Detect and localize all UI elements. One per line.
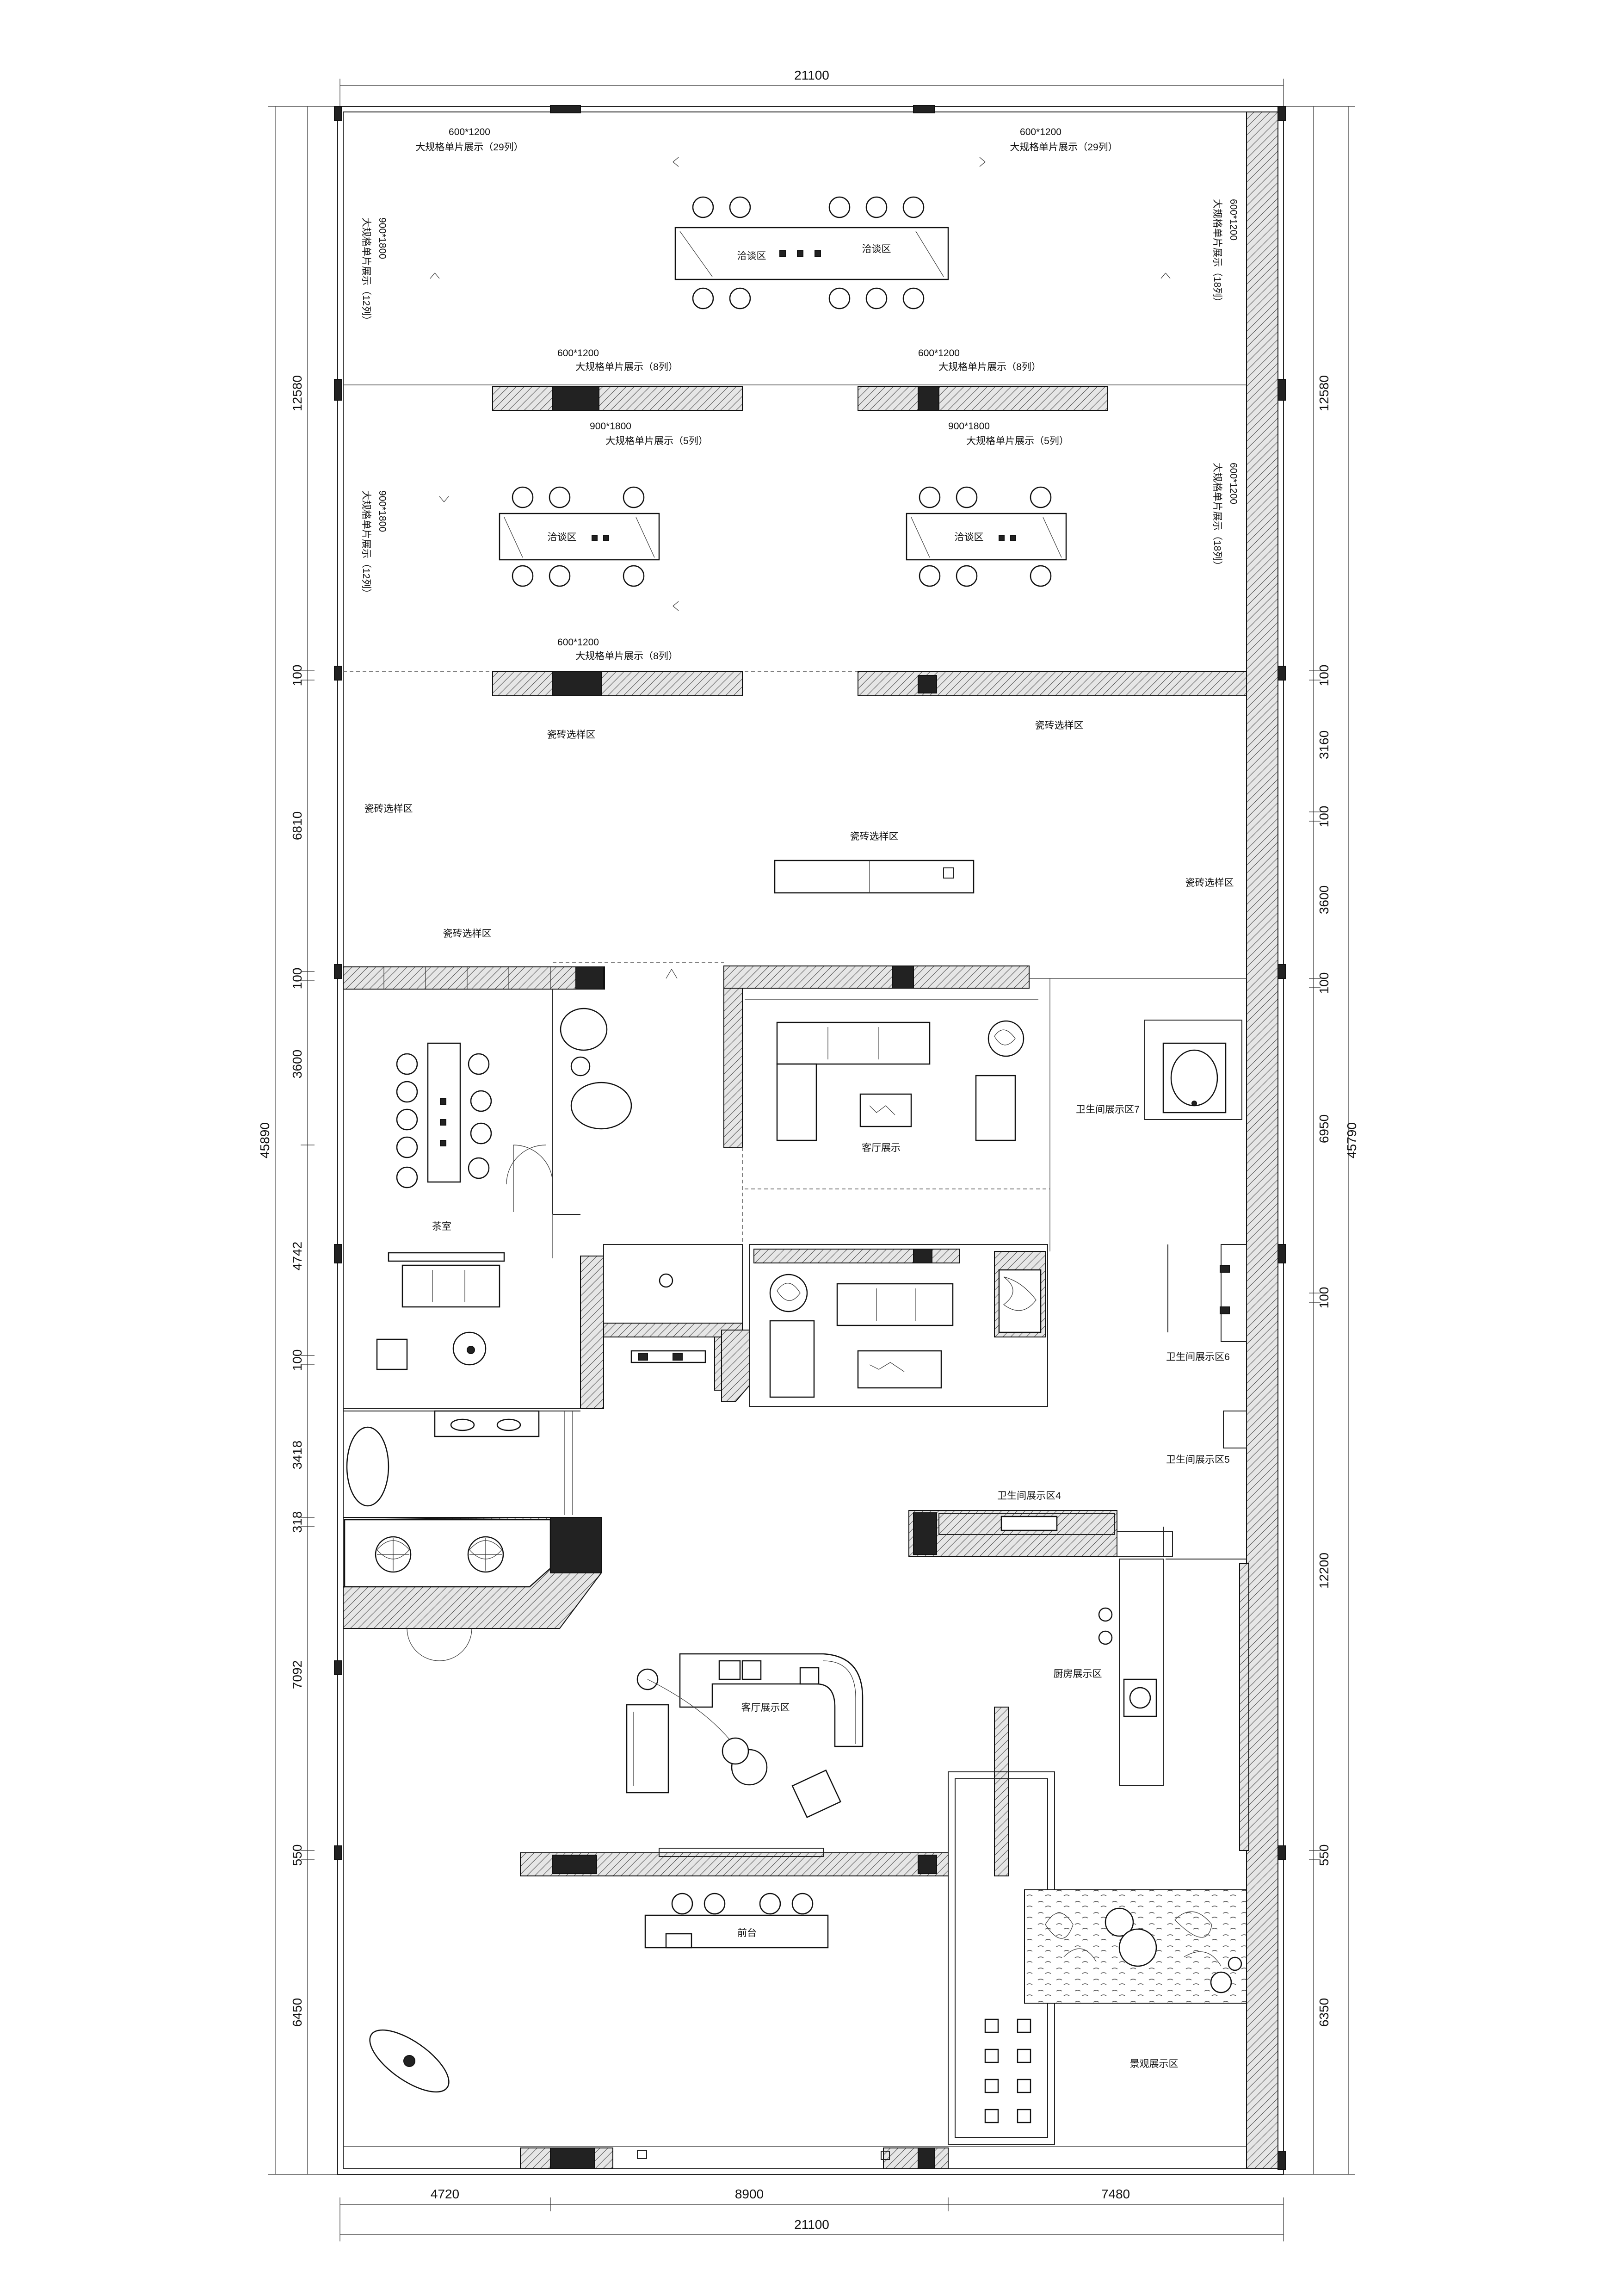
living-display: 客厅展示: [552, 962, 1247, 1407]
living-display-zone: 客厅展示区: [626, 1653, 864, 1819]
dim-right-1: 12580: [1317, 375, 1331, 411]
dim-left-12: 6450: [290, 1998, 304, 2027]
reception-label: 前台: [737, 1928, 757, 1938]
dim-right-6: 100: [1317, 972, 1331, 994]
negotiation-zone: 600*1200 大规格单片展示（29列） 600*1200 大规格单片展示（2…: [343, 127, 1247, 696]
landscape-label: 景观展示区: [1130, 2059, 1179, 2069]
living-display-zone-label: 客厅展示区: [741, 1702, 790, 1713]
reception-area: 前台: [369, 1848, 949, 2093]
dim-bottom-total: 21100: [794, 2217, 829, 2232]
bath5-label: 卫生间展示区5: [1166, 1454, 1230, 1465]
kitchen-label: 厨房展示区: [1054, 1669, 1102, 1679]
dim-left-4: 100: [290, 968, 304, 990]
dim-left-8: 3418: [290, 1441, 304, 1469]
display-label: 大规格单片展示（5列）: [605, 436, 708, 446]
display-label: 大规格单片展示（12列）: [361, 217, 371, 325]
dim-left-6: 4742: [290, 1242, 304, 1270]
negotiation-label: 洽谈区: [548, 532, 577, 543]
spec-label: 600*1200: [1228, 463, 1239, 504]
dim-right-10: 550: [1317, 1844, 1331, 1866]
dim-left-5: 3600: [290, 1050, 304, 1078]
dim-left-11: 550: [290, 1844, 304, 1866]
tile-sample-label: 瓷砖选样区: [443, 928, 492, 939]
tea-room-label: 茶室: [432, 1221, 451, 1232]
bath6-label: 卫生间展示区6: [1166, 1352, 1230, 1362]
spec-label: 900*1800: [590, 421, 631, 432]
dim-left-10: 7092: [290, 1660, 304, 1689]
plant-icon: [375, 1536, 504, 1573]
dim-right-2: 100: [1317, 665, 1331, 687]
display-label: 大规格单片展示（12列）: [361, 490, 371, 598]
tile-sample-label: 瓷砖选样区: [1185, 878, 1234, 888]
dim-right-11: 6350: [1317, 1998, 1331, 2027]
dim-left-total: 45890: [258, 1122, 272, 1158]
dim-right-7: 6950: [1317, 1114, 1331, 1143]
negotiation-label: 洽谈区: [862, 244, 891, 254]
spec-label: 600*1200: [1228, 199, 1239, 241]
display-label: 大规格单片展示（5列）: [966, 436, 1069, 446]
bath7-label: 卫生间展示区7: [1076, 1104, 1140, 1115]
dim-left-3: 6810: [290, 811, 304, 840]
spec-label: 600*1200: [449, 127, 490, 137]
dim-bottom-2: 8900: [735, 2187, 764, 2201]
spec-label: 600*1200: [1020, 127, 1061, 137]
bath4-label: 卫生间展示区4: [997, 1491, 1061, 1501]
dim-right-5: 3600: [1317, 885, 1331, 914]
spec-label: 600*1200: [557, 348, 599, 359]
dim-bottom-1: 4720: [431, 2187, 459, 2201]
dim-right-total: 45790: [1345, 1122, 1359, 1158]
spec-label: 900*1800: [948, 421, 990, 432]
spec-label: 600*1200: [918, 348, 960, 359]
spec-label: 900*1800: [377, 490, 388, 532]
display-label: 大规格单片展示（8列）: [938, 362, 1041, 372]
kitchen-display: 厨房展示区: [1054, 1559, 1249, 1851]
dimension-lines: 21100 4720 8900 7480 21100 45890 12580 1…: [258, 68, 1359, 2241]
dim-left-1: 12580: [290, 375, 304, 411]
tile-sample-label: 瓷砖选样区: [547, 730, 596, 740]
tile-sample-label: 瓷砖选样区: [1035, 720, 1084, 731]
outer-walls: [334, 105, 1286, 2175]
spec-label: 600*1200: [557, 637, 599, 648]
dim-right-9: 12200: [1317, 1553, 1331, 1589]
negotiation-label: 洽谈区: [955, 532, 984, 543]
display-label: 大规格单片展示（8列）: [575, 651, 678, 662]
dim-left-9: 318: [290, 1511, 304, 1533]
dim-right-4: 100: [1317, 806, 1331, 828]
display-label: 大规格单片展示（18列）: [1212, 199, 1222, 307]
dim-left-2: 100: [290, 665, 304, 687]
display-label: 大规格单片展示（29列）: [415, 142, 523, 153]
dim-top: 21100: [794, 68, 829, 82]
negotiation-label: 洽谈区: [737, 251, 766, 261]
left-bath-area: [343, 1410, 602, 1661]
landscape-display: 景观展示区: [948, 1707, 1247, 2145]
living-display-label: 客厅展示: [862, 1143, 901, 1153]
dim-right-3: 3160: [1317, 730, 1331, 759]
bathroom-displays: 卫生间展示区7 卫生间展示区6 卫生间展示区5 卫生间展示区4: [908, 1020, 1247, 1557]
spec-label: 900*1800: [377, 217, 388, 259]
tile-sample-zone: 瓷砖选样区 瓷砖选样区 瓷砖选样区 瓷砖选样区 瓷砖选样区 瓷砖选样区: [364, 720, 1234, 979]
display-label: 大规格单片展示（18列）: [1212, 463, 1222, 570]
dim-right-8: 100: [1317, 1287, 1331, 1309]
display-label: 大规格单片展示（8列）: [575, 362, 678, 372]
dim-bottom-3: 7480: [1101, 2187, 1130, 2201]
display-label: 大规格单片展示（29列）: [1010, 142, 1117, 153]
tile-sample-label: 瓷砖选样区: [364, 804, 413, 814]
tile-sample-label: 瓷砖选样区: [850, 831, 899, 842]
tea-room: 茶室: [343, 966, 605, 1409]
dim-left-7: 100: [290, 1349, 304, 1371]
